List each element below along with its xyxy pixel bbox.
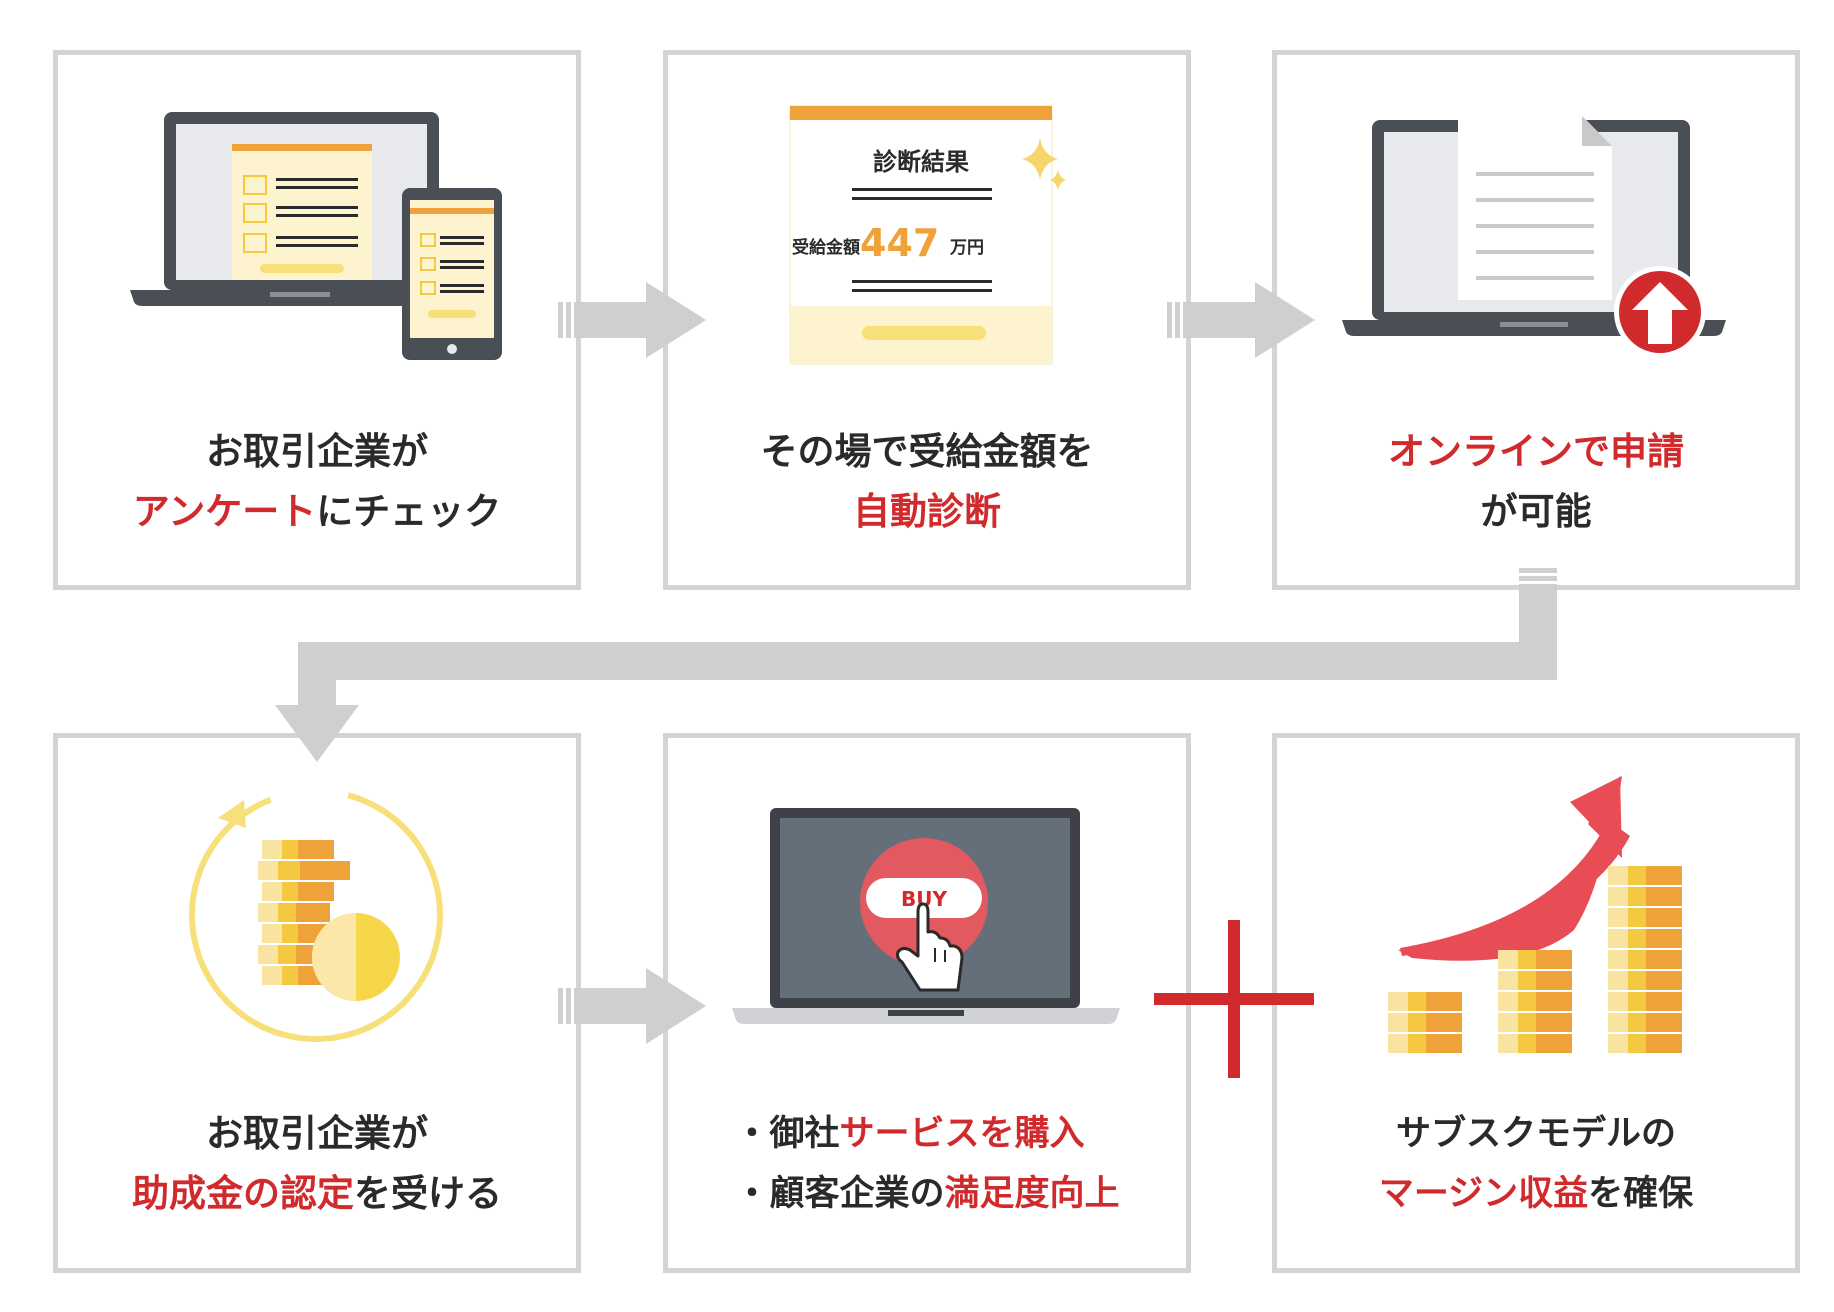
step-6-caption: サブスクモデルの マージン収益を確保 xyxy=(1272,1104,1800,1224)
caption-text: お取引企業が xyxy=(206,1112,428,1155)
step-5-caption: ・御社サービスを購入 ・顧客企業の満足度向上 xyxy=(663,1104,1191,1224)
caption-highlight: サービスを購入 xyxy=(839,1114,1085,1154)
result-amount: 447 xyxy=(860,221,939,265)
laptop-upload-icon xyxy=(1342,116,1726,358)
caption-text: が可能 xyxy=(1480,490,1592,533)
arrow-right-icon xyxy=(1167,282,1315,358)
caption-highlight: 自動診断 xyxy=(853,490,1001,533)
caption-text: サブスクモデルの xyxy=(1395,1114,1676,1154)
arrow-right-icon xyxy=(558,968,706,1044)
step-4-caption: お取引企業が 助成金の認定を受ける xyxy=(53,1104,581,1224)
diagnosis-result-card-icon: 診断結果 受給金額 447 万円 xyxy=(789,105,1066,365)
result-unit: 万円 xyxy=(949,238,984,258)
caption-highlight: オンラインで申請 xyxy=(1388,430,1684,473)
step-2-caption: その場で受給金額を 自動診断 xyxy=(663,422,1191,542)
caption-text: その場で受給金額を xyxy=(760,430,1094,473)
caption-text: ・御社 xyxy=(734,1114,840,1154)
step-1-caption: お取引企業が アンケートにチェック xyxy=(53,422,581,542)
caption-highlight: 助成金の認定 xyxy=(132,1172,354,1215)
result-title: 診断結果 xyxy=(873,148,969,176)
laptop-phone-survey-icon xyxy=(130,112,502,360)
caption-text: にチェック xyxy=(316,490,502,533)
arrow-down-connector-icon xyxy=(275,568,1557,762)
caption-highlight: 満足度向上 xyxy=(944,1174,1120,1214)
caption-highlight: アンケート xyxy=(132,490,317,533)
result-label: 受給金額 xyxy=(792,237,860,258)
arrow-right-icon xyxy=(558,282,706,358)
growing-coins-chart-icon xyxy=(1388,776,1682,1053)
caption-text: お取引企業が xyxy=(206,430,428,473)
laptop-buy-icon: BUY xyxy=(732,808,1120,1024)
caption-highlight: マージン収益 xyxy=(1378,1174,1589,1214)
caption-text: を確保 xyxy=(1588,1174,1694,1214)
plus-icon xyxy=(1154,920,1314,1078)
caption-text: ・顧客企業の xyxy=(734,1174,945,1214)
coins-cycle-icon xyxy=(189,788,443,1042)
step-3-caption: オンラインで申請 が可能 xyxy=(1272,422,1800,542)
caption-text: を受ける xyxy=(354,1172,502,1215)
